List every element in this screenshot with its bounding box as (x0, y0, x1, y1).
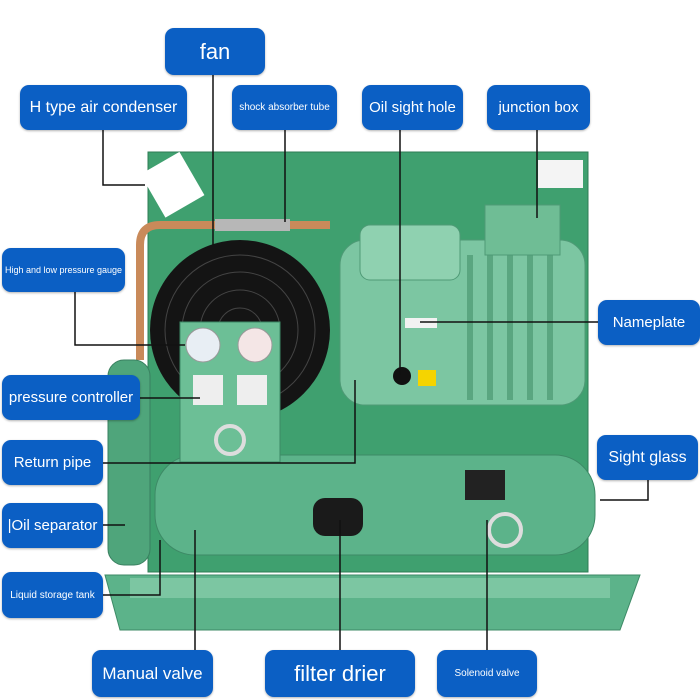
label-nameplate: Nameplate (598, 300, 700, 345)
label-filter-drier: filter drier (265, 650, 415, 697)
warning-label (140, 151, 205, 218)
label-pressure-controller: pressure controller (2, 375, 140, 420)
label-liquid-storage-tank: Liquid storage tank (2, 572, 103, 618)
oil-sight-hole-shape (393, 367, 411, 385)
filter-drier-shape (313, 498, 363, 536)
solenoid-valve-shape (465, 470, 505, 500)
label-manual-valve: Manual valve (92, 650, 213, 697)
label-oil-sight-hole: Oil sight hole (362, 85, 463, 130)
label-solenoid-valve: Solenoid valve (437, 650, 537, 697)
label-pressure-gauge: High and low pressure gauge (2, 248, 125, 292)
label-sight-glass: Sight glass (597, 435, 698, 480)
label-fan: fan (165, 28, 265, 75)
leader-lines (74, 75, 649, 650)
label-h-type-air-condenser: H type air condenser (20, 85, 187, 130)
label-oil-separator: |Oil separator (2, 503, 103, 548)
junction-box-shape (484, 204, 561, 256)
label-junction-box: junction box (487, 85, 590, 130)
high-pressure-gauge (237, 327, 273, 363)
label-return-pipe: Return pipe (2, 440, 103, 485)
label-shock-absorber-tube: shock absorber tube (232, 85, 337, 130)
liquid-tank-shape (154, 454, 596, 556)
copper-pipe (136, 221, 330, 360)
low-pressure-gauge (185, 327, 221, 363)
